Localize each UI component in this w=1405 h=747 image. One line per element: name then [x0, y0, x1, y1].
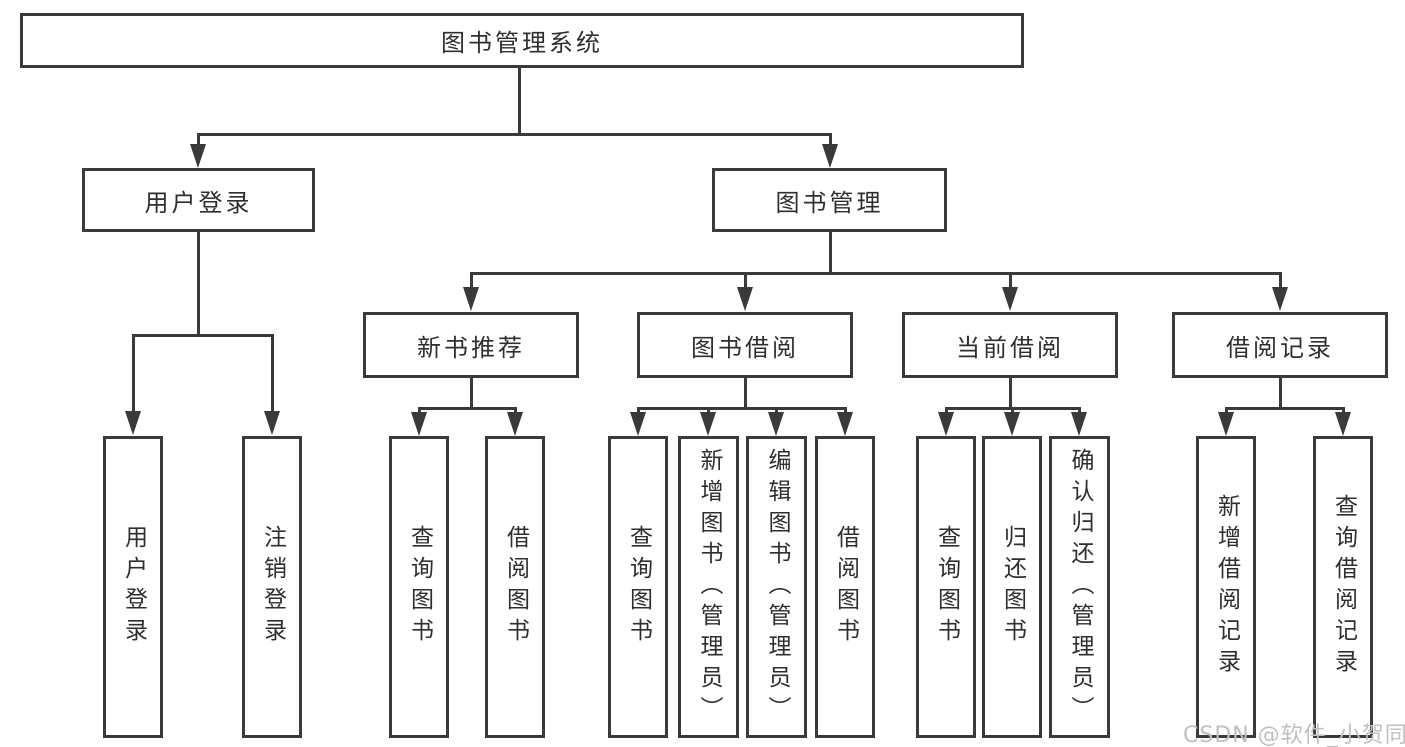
- arrowhead-icon: [837, 412, 853, 436]
- leaf-borrow-books-recommend: 借阅图书: [485, 436, 545, 738]
- connector-vline: [1009, 272, 1012, 287]
- connector-vline: [1078, 407, 1081, 412]
- connector-vline: [470, 378, 473, 407]
- connector-vline: [1009, 378, 1012, 407]
- leaf-logout: 注销登录: [242, 436, 302, 738]
- node-label: 编辑图书（管理员）: [764, 447, 790, 727]
- leaf-add-borrow-record: 新增借阅记录: [1196, 436, 1256, 738]
- leaf-return-books: 归还图书: [982, 436, 1042, 738]
- arrowhead-icon: [1004, 412, 1020, 436]
- connector-vline: [1011, 407, 1014, 412]
- connector-hline: [638, 407, 845, 410]
- node-user-login: 用户登录: [82, 168, 315, 232]
- connector-hline: [198, 133, 831, 136]
- leaf-query-books-recommend: 查询图书: [389, 436, 449, 738]
- connector-vline: [829, 133, 832, 146]
- node-label: 图书借阅: [691, 333, 799, 362]
- node-label: 借阅记录: [1226, 333, 1334, 362]
- node-label: 归还图书: [999, 525, 1026, 649]
- leaf-borrow-books-borrowing: 借阅图书: [815, 436, 875, 738]
- connector-vline: [829, 232, 832, 272]
- csdn-watermark: CSDN @软件_小贺同学: [1183, 723, 1405, 747]
- node-label: 图书管理: [775, 188, 884, 217]
- connector-vline: [470, 272, 473, 287]
- arrowhead-icon: [1071, 412, 1087, 436]
- connector-vline: [844, 407, 847, 412]
- leaf-query-books-current: 查询图书: [916, 436, 976, 738]
- node-label: 查询图书: [625, 525, 652, 649]
- node-label: 用户登录: [120, 525, 147, 649]
- connector-vline: [418, 407, 421, 412]
- connector-hline: [133, 334, 272, 337]
- arrowhead-icon: [125, 411, 141, 435]
- connector-vline: [514, 407, 517, 412]
- connector-vline: [707, 407, 710, 412]
- arrowhead-icon: [264, 411, 280, 435]
- node-label: 借阅图书: [832, 525, 859, 649]
- connector-vline: [945, 407, 948, 412]
- node-label: 新书推荐: [417, 333, 525, 362]
- arrowhead-icon: [1002, 287, 1018, 311]
- arrowhead-icon: [463, 287, 479, 311]
- connector-hline: [419, 407, 515, 410]
- leaf-edit-book-admin: 编辑图书（管理员）: [746, 436, 807, 738]
- node-book-management: 图书管理: [712, 168, 947, 232]
- node-label: 当前借阅: [956, 333, 1064, 362]
- node-library-management-system: 图书管理系统: [20, 13, 1024, 68]
- connector-vline: [1279, 378, 1282, 407]
- connector-vline: [1225, 407, 1228, 412]
- node-label: 用户登录: [144, 188, 253, 217]
- node-label: 查询图书: [406, 525, 433, 649]
- connector-hline: [1226, 407, 1343, 410]
- connector-vline: [1279, 272, 1282, 287]
- node-new-book-recommend: 新书推荐: [363, 312, 579, 378]
- connector-vline: [132, 334, 135, 411]
- arrowhead-icon: [768, 412, 784, 436]
- arrowhead-icon: [1272, 287, 1288, 311]
- connector-vline: [744, 272, 747, 287]
- connector-vline: [1342, 407, 1345, 412]
- connector-vline: [197, 232, 200, 334]
- arrowhead-icon: [822, 144, 838, 168]
- leaf-query-borrow-record: 查询借阅记录: [1313, 436, 1373, 738]
- leaf-confirm-return-admin: 确认归还（管理员）: [1049, 436, 1110, 738]
- arrowhead-icon: [1218, 412, 1234, 436]
- arrowhead-icon: [630, 412, 646, 436]
- leaf-query-books-borrowing: 查询图书: [608, 436, 668, 738]
- node-book-borrowing: 图书借阅: [637, 312, 853, 378]
- node-label: 查询借阅记录: [1330, 494, 1357, 680]
- node-label: 图书管理系统: [441, 29, 603, 57]
- arrowhead-icon: [737, 287, 753, 311]
- node-current-borrowing: 当前借阅: [902, 312, 1118, 378]
- arrowhead-icon: [700, 412, 716, 436]
- connector-vline: [744, 378, 747, 407]
- node-label: 注销登录: [259, 525, 286, 649]
- connector-vline: [518, 68, 521, 133]
- node-label: 查询图书: [933, 525, 960, 649]
- arrowhead-icon: [938, 412, 954, 436]
- connector-hline: [471, 272, 1280, 275]
- leaf-add-book-admin: 新增图书（管理员）: [678, 436, 739, 738]
- connector-vline: [775, 407, 778, 412]
- connector-vline: [197, 133, 200, 146]
- arrowhead-icon: [411, 412, 427, 436]
- node-borrowing-records: 借阅记录: [1172, 312, 1388, 378]
- node-label: 新增图书（管理员）: [696, 447, 722, 727]
- connector-vline: [637, 407, 640, 412]
- node-label: 确认归还（管理员）: [1067, 447, 1093, 727]
- arrowhead-icon: [507, 412, 523, 436]
- arrowhead-icon: [1335, 412, 1351, 436]
- node-label: 新增借阅记录: [1213, 494, 1240, 680]
- arrowhead-icon: [190, 144, 206, 168]
- leaf-user-login: 用户登录: [103, 436, 163, 738]
- node-label: 借阅图书: [502, 525, 529, 649]
- connector-vline: [271, 334, 274, 411]
